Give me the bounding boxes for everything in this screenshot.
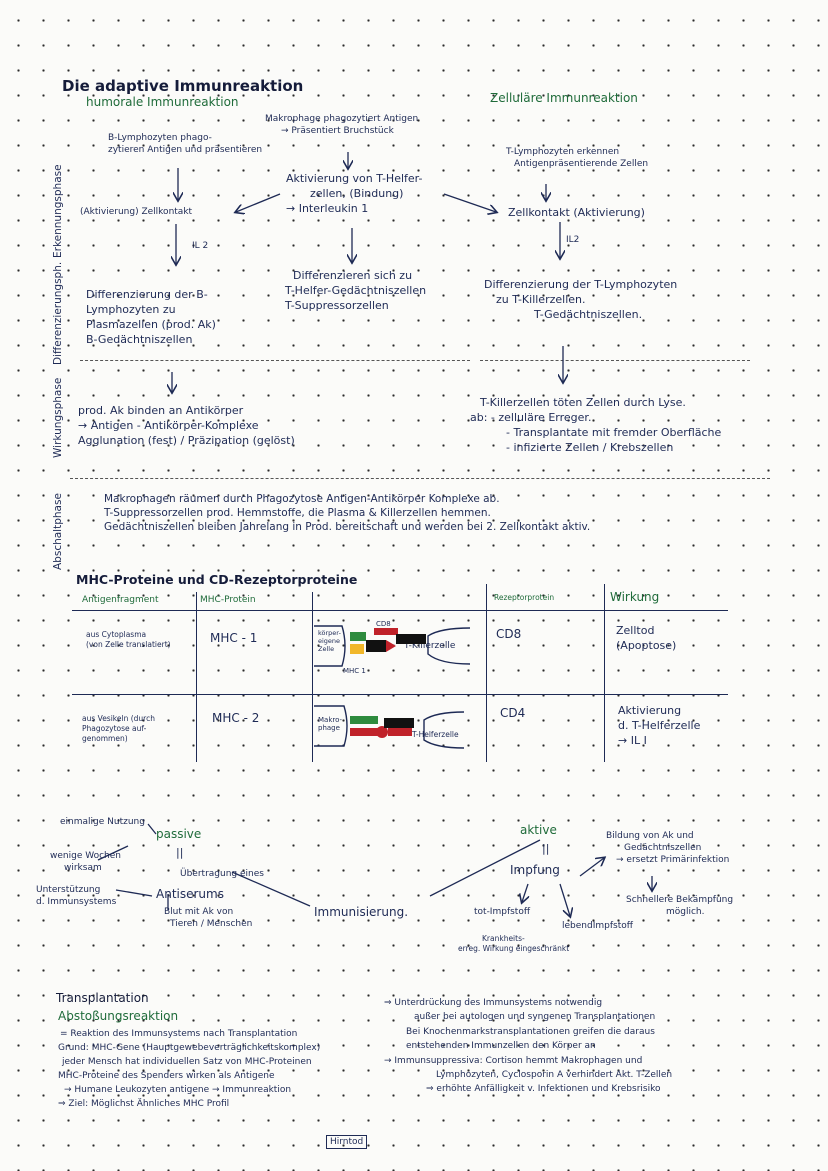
row2-receptor: CD4 xyxy=(500,706,526,720)
totimpfstoff-text: tot-Impfstoff xyxy=(474,907,531,917)
immunisierung-center: Immunisierung. xyxy=(314,905,409,919)
cellular-contact: Zellkontakt (Aktivierung) xyxy=(508,206,645,219)
aktive-label: aktive xyxy=(520,823,557,837)
humoral-heading: humorale Immunreaktion xyxy=(86,95,239,109)
row2-mhc: MHC - 2 xyxy=(212,711,260,725)
row1-fragment: aus Cytoplasma(von Zelle translatiert) xyxy=(86,630,171,650)
krankheits-text: Krankheits-erreg. Wirkung eingeschränkt xyxy=(458,934,570,954)
mhc-col-rezeptor: Rezeptorprotein xyxy=(494,593,555,602)
phase-divider xyxy=(70,478,770,479)
passive-equals: || xyxy=(176,846,184,859)
humoral-recognition: B-Lymphozyten phago-zytieren Antigen und… xyxy=(108,133,263,156)
table-line xyxy=(196,592,197,762)
makrophage-text: Makrophage phagozytiert Antigen→ Präsent… xyxy=(265,114,419,137)
mhc-col-mhcprotein: MHC-Protein xyxy=(200,595,256,605)
table-line xyxy=(486,584,487,762)
center-activation: Aktivierung von T-Helfer-zellen, (Bindun… xyxy=(286,172,423,215)
lebendimpfstoff-text: lebendImpfstoff xyxy=(562,921,633,931)
row1-effect: Zelltod(Apoptose) xyxy=(616,624,677,652)
humoral-il2: IL 2 xyxy=(192,241,209,251)
transplant-heading: Transplantation xyxy=(56,991,149,1005)
table-line xyxy=(312,592,313,762)
hirntod-box: Hirntod xyxy=(326,1135,368,1150)
passive-label: passive xyxy=(156,827,202,841)
mhc-col-wirkung: Wirkung xyxy=(610,590,660,604)
phase-divider xyxy=(480,360,750,361)
phase-label-abschalt: Abschaltphase xyxy=(52,493,64,570)
row2-tcell: T-Helferzelle xyxy=(412,730,459,739)
passive-sub: Übertragung eines xyxy=(180,869,264,879)
page-title: Die adaptive Immunreaktion xyxy=(62,77,304,95)
table-line xyxy=(604,584,605,762)
transplant-left: = Reaktion des Immunsystems nach Transpl… xyxy=(58,1029,321,1109)
mhc-heading: MHC-Proteine und CD-Rezeptorproteine xyxy=(76,572,358,587)
row1-cd8-label: CD8 xyxy=(376,620,391,628)
einmalig-text: einmalige Nutzung xyxy=(60,817,145,827)
phase-divider xyxy=(80,360,470,361)
phase-label-wirkung: Wirkungsphase xyxy=(52,377,64,458)
row1-mhc1-label: MHC 1 xyxy=(343,667,366,675)
phase-label-erkennung: Erkennungsphase xyxy=(52,164,64,258)
row1-mhc: MHC - 1 xyxy=(210,631,258,645)
cellular-heading: Zelluläre Immunreaktion xyxy=(490,91,638,105)
row1-receptor: CD8 xyxy=(496,627,522,641)
humoral-contact: (Aktivierung) Zellkontakt xyxy=(80,207,193,217)
row1-tcell: T-Killerzelle xyxy=(404,641,456,651)
humoral-effect: prod. Ak binden an Antikörper→ Antigen -… xyxy=(78,404,295,447)
transplant-sub: Abstoßungsreaktion xyxy=(58,1009,179,1023)
cellular-il2: IL2 xyxy=(566,235,580,245)
impfung-text: Impfung xyxy=(510,863,560,877)
row2-cell-label: Makro-phage xyxy=(318,716,343,733)
phase-label-differenzierung: Differenzierungsph. xyxy=(52,261,64,365)
transplant-right: ⇒ Unterdrückung des Immunsystems notwend… xyxy=(384,998,673,1095)
table-line xyxy=(72,694,728,695)
shutdown-text: Makrophagen räumen durch Phagozytose Ant… xyxy=(104,493,591,534)
aktive-equals: || xyxy=(542,842,550,855)
table-line xyxy=(72,610,728,611)
cellular-effect: T-Killerzellen töten Zellen durch Lyse.a… xyxy=(470,396,722,454)
mhc-col-antigenfragment: Antigenfragment xyxy=(82,595,159,605)
antiserum-text: Antiserums xyxy=(156,887,224,901)
